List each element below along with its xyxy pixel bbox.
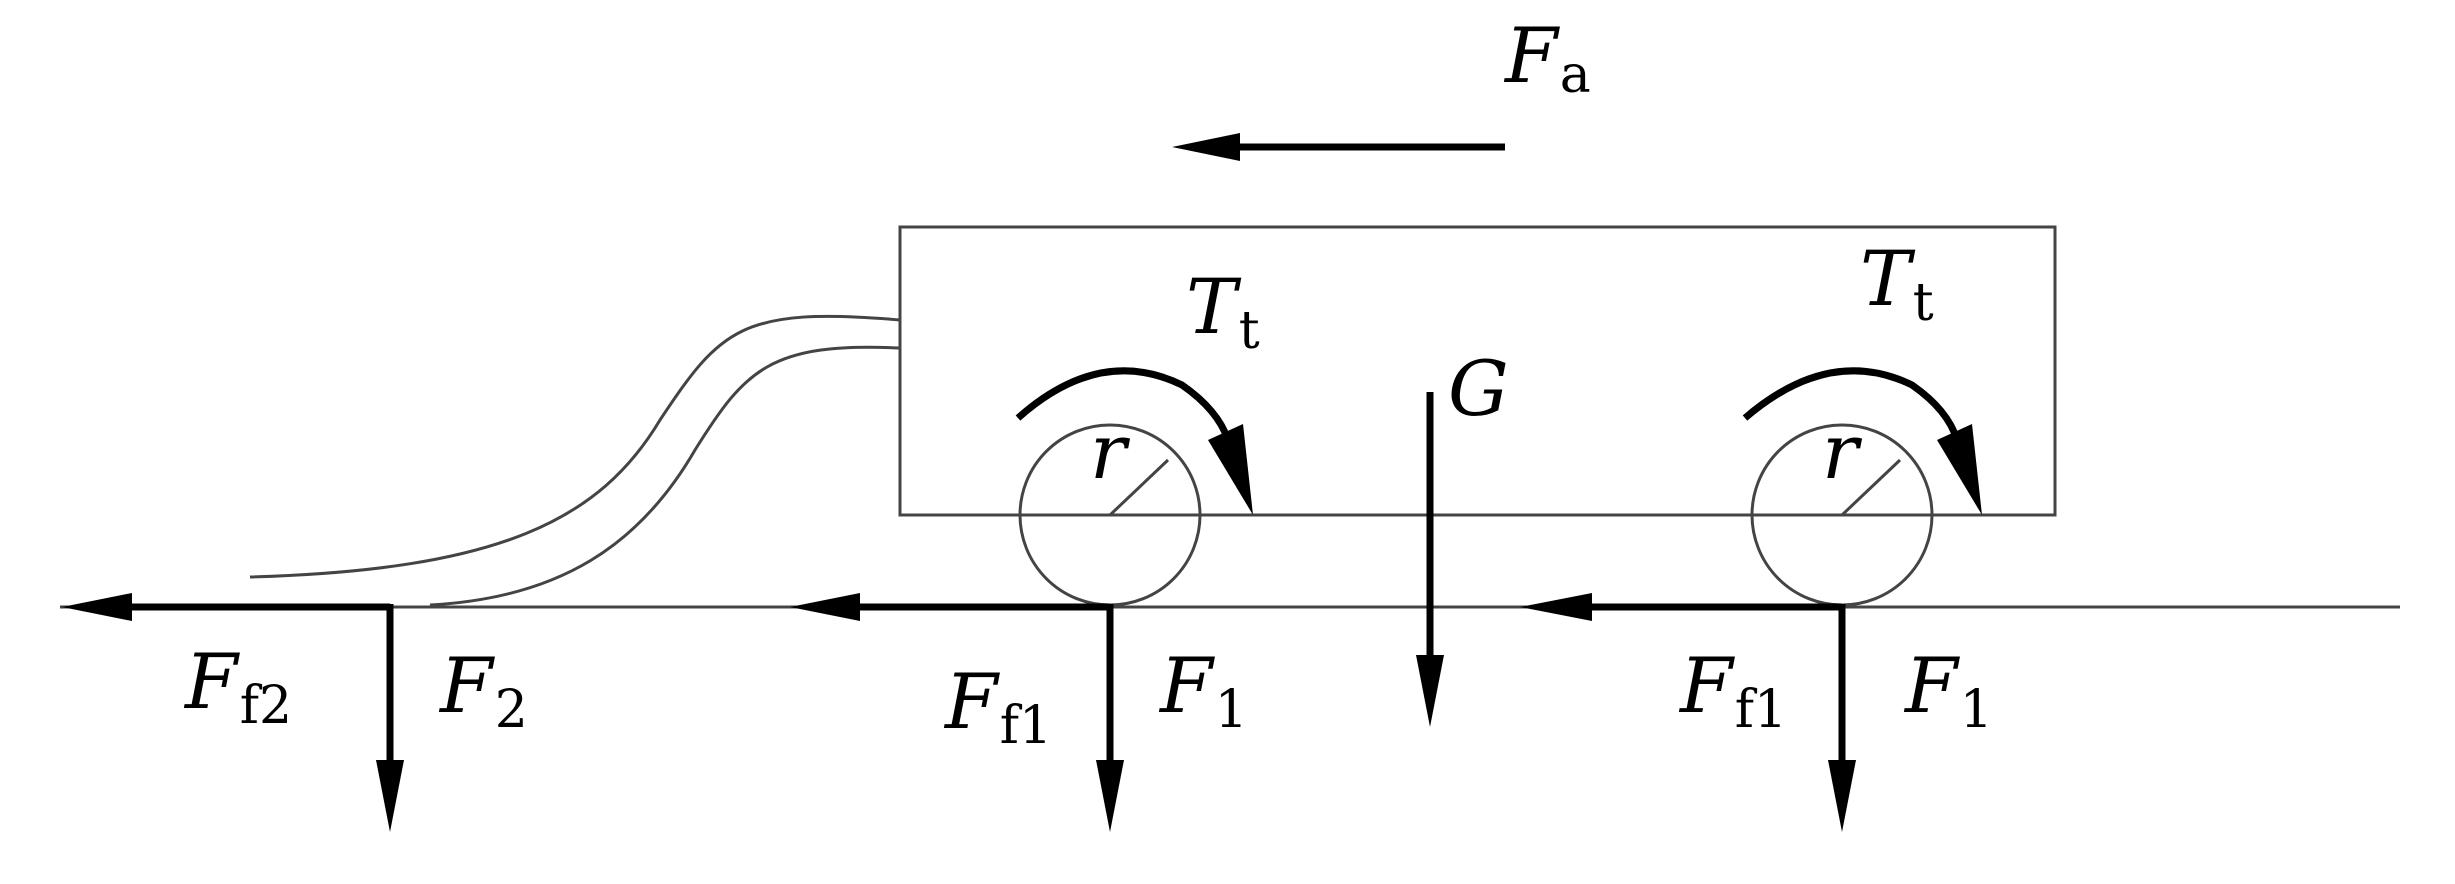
ff2-arrowhead [62, 593, 132, 621]
rear-torque-arrowhead [1937, 424, 1982, 515]
rear-f1-arrowhead [1828, 760, 1856, 832]
gravity-arrowhead [1416, 655, 1444, 727]
rear-wheel-radius-line [1840, 458, 1902, 517]
label-fa: Fa [1503, 11, 1591, 105]
label-ff1-rear: Ff1 [1678, 641, 1787, 740]
label-tt-rear: Tt [1860, 234, 1934, 333]
label-ff2: Ff2 [183, 637, 292, 736]
label-tt-front: Tt [1186, 262, 1260, 361]
trailing-cable-lower [429, 345, 901, 607]
front-f1-arrowhead [1096, 760, 1124, 832]
front-ff1-arrowhead [790, 593, 860, 621]
trailing-cable-upper [249, 314, 901, 579]
label-r-rear: r [1822, 407, 1863, 496]
f2-arrowhead [376, 760, 404, 832]
label-g: G [1448, 344, 1509, 433]
rear-torque-arc [1742, 367, 1961, 442]
front-wheel-radius-line [1108, 458, 1170, 517]
front-torque-arc [1015, 367, 1232, 442]
label-ff1-front: Ff1 [943, 657, 1052, 756]
front-torque-arrowhead [1208, 424, 1253, 515]
vehicle-body [898, 225, 2057, 517]
label-r-front: r [1090, 407, 1131, 496]
label-f1-rear: F1 [1903, 641, 1993, 740]
label-f2: F2 [438, 641, 528, 740]
label-f1-front: F1 [1158, 641, 1248, 740]
fa-arrowhead [1172, 133, 1240, 161]
rear-ff1-arrowhead [1520, 593, 1592, 621]
